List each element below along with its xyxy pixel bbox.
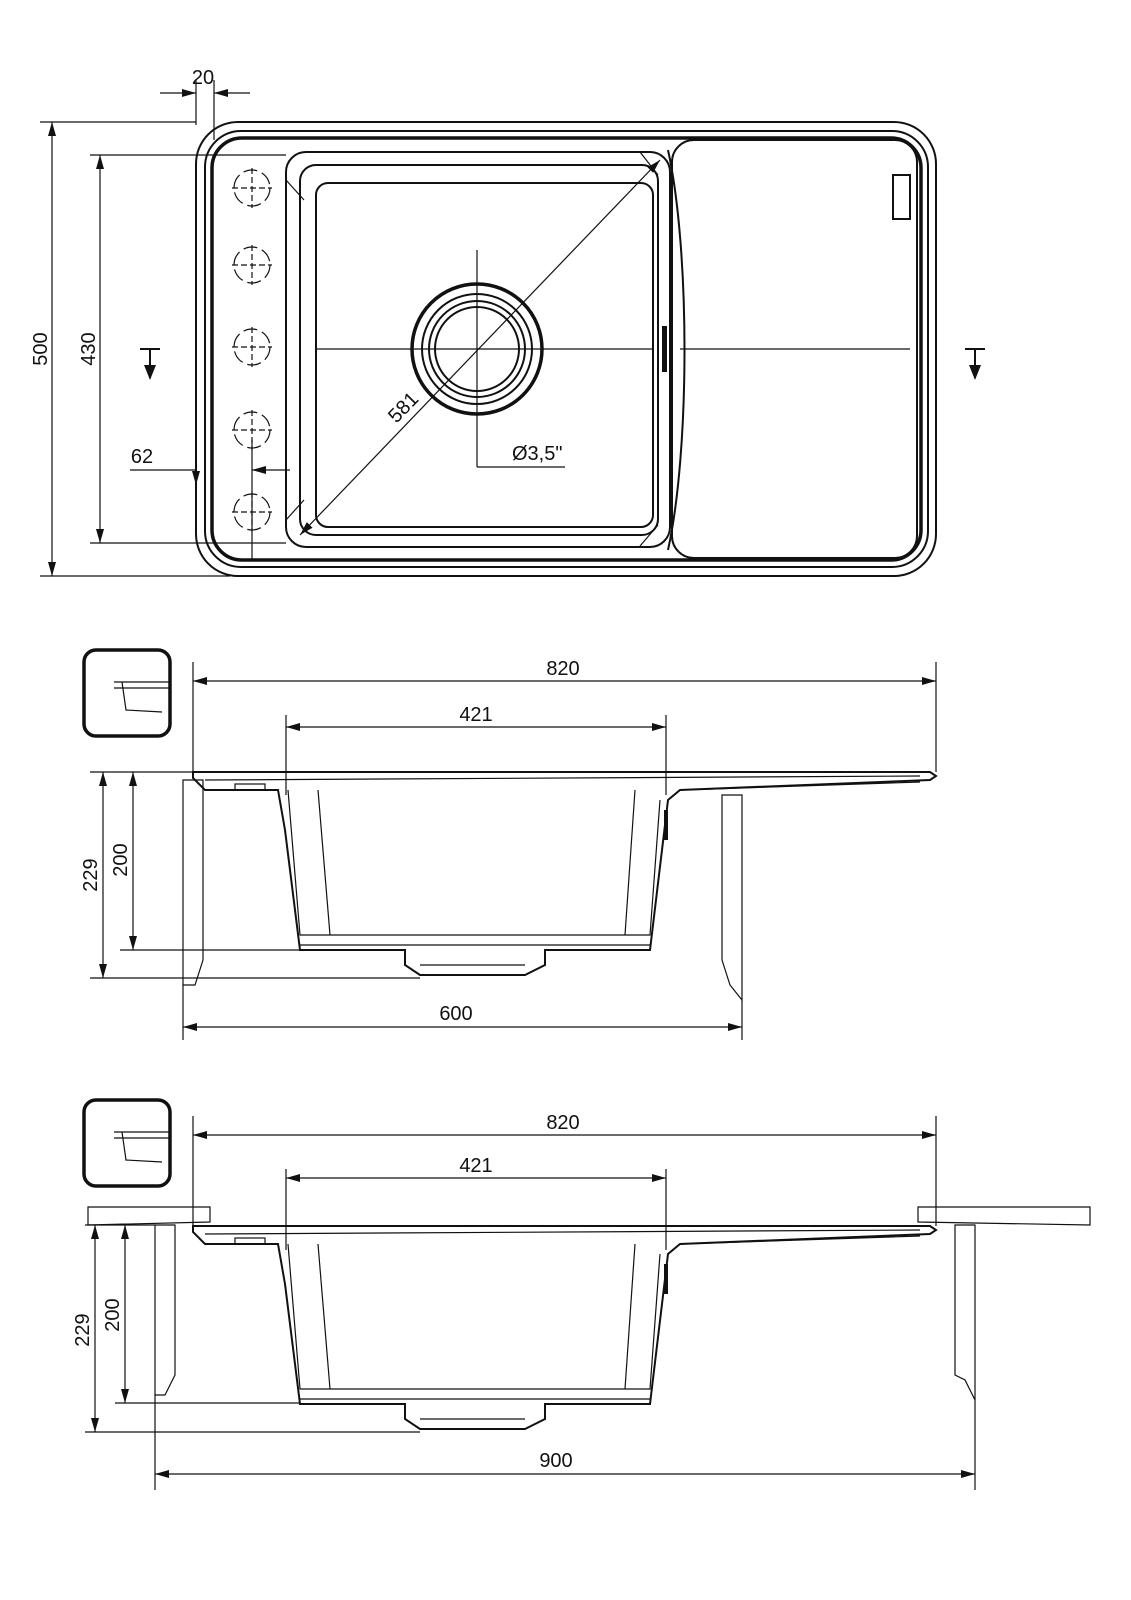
dim-bowl-height: 200 [102,1298,124,1331]
bowl-outline [285,151,671,548]
tap-hole-icon [231,244,273,286]
dim-flange: 20 [192,67,214,89]
side-view-overmount: 820 421 229 200 600 [80,648,937,1040]
sink-profile [192,771,937,976]
section-marker-right [965,348,985,380]
sink-profile [192,1225,937,1430]
dim-total-width: 820 [546,658,579,680]
top-view: 581 Ø3,5" 20 500 430 62 [30,67,985,577]
dim-total-height: 229 [80,858,102,891]
sink-outline [195,121,937,577]
dim-total-width: 820 [546,1112,579,1134]
dim-tap-offset: 62 [131,446,153,468]
dim-diagonal: 581 [384,388,423,427]
dim-bowl-width: 421 [459,1155,492,1177]
dim-bowl-depth: 430 [78,332,100,365]
overmount-install-icon [82,648,172,738]
dim-bowl-height: 200 [110,843,132,876]
dim-cabinet: 600 [439,1003,472,1025]
dim-total-height: 229 [72,1313,94,1346]
tap-hole-icon [231,167,273,209]
overflow-icon [892,174,911,220]
dim-drain: Ø3,5" [512,443,562,465]
flush-install-icon [82,1098,172,1188]
section-marker-left [140,348,160,380]
dim-cutout: 900 [539,1450,572,1472]
dim-total-depth: 500 [30,332,52,365]
dim-bowl-width: 421 [459,704,492,726]
side-view-flush: 820 421 229 200 900 [72,1098,1091,1490]
tap-hole-icon [231,326,273,368]
